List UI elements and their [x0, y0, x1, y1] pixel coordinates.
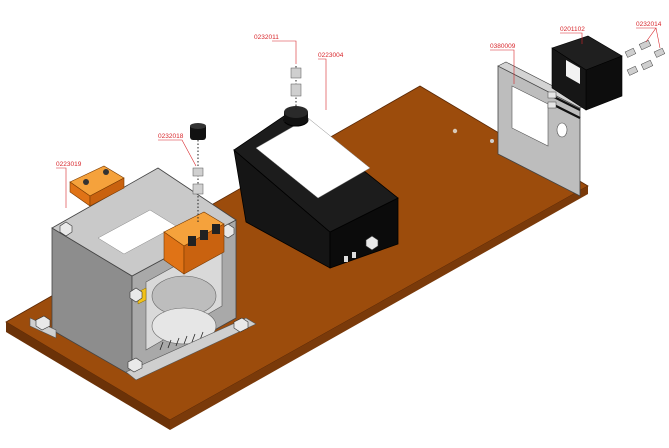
fuse-icon — [290, 66, 302, 110]
board-hole — [490, 139, 494, 143]
power-inlet-socket-icon — [547, 35, 623, 119]
board-hole — [452, 128, 458, 134]
fuse-icon — [624, 39, 666, 76]
callout-0223004: 0223004 — [318, 52, 344, 110]
callout-0380009: 0380009 — [490, 43, 516, 84]
callout-label: 0223019 — [56, 161, 82, 168]
callout-label: 0201102 — [560, 26, 585, 33]
callout-label: 0223004 — [318, 52, 344, 59]
terminal-block-icon — [163, 211, 225, 275]
callout-label: 0232011 — [254, 34, 279, 41]
callout-0201102: 0201102 — [560, 26, 585, 44]
callout-label: 0232018 — [158, 133, 184, 140]
callout-0232018: 0232018 — [158, 133, 197, 167]
callout-0223019: 0223019 — [56, 161, 82, 208]
black-housing-icon — [233, 106, 399, 269]
callout-label: 0232014 — [636, 21, 662, 28]
callout-0232011: 0232011 — [254, 34, 297, 64]
terminal-block-icon — [69, 165, 125, 207]
callout-0232014: 0232014 — [636, 21, 662, 49]
fuse-holder-icon — [190, 123, 206, 222]
callout-label: 0380009 — [490, 43, 516, 50]
